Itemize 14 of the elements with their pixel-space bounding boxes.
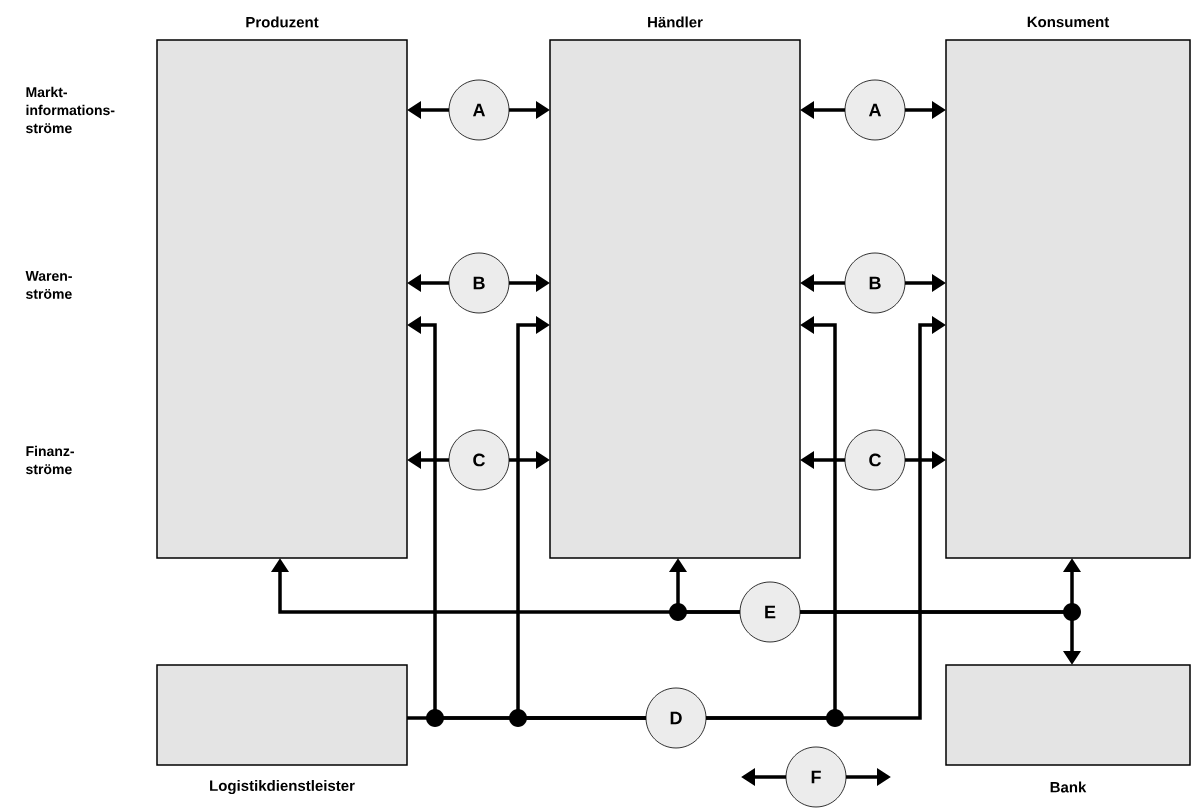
node-label: Händler: [648, 16, 703, 28]
row-label: Markt- informations- ströme: [26, 86, 115, 134]
node-label: Logistikdienstleister: [210, 779, 355, 795]
row-label: Finanz- ströme: [26, 445, 74, 475]
node-label: Konsument: [1027, 16, 1110, 28]
box: Konsument: [945, 16, 1191, 559]
box: Produzent: [156, 16, 408, 559]
box: Logistikdienstleister: [156, 664, 408, 794]
box: Händler: [549, 16, 801, 559]
row-label: Waren- ströme: [25, 271, 72, 299]
box: Bank: [945, 664, 1191, 793]
arrow: [516, 316, 646, 720]
node-label: Bank: [1050, 781, 1087, 793]
node-label: Produzent: [246, 16, 319, 28]
